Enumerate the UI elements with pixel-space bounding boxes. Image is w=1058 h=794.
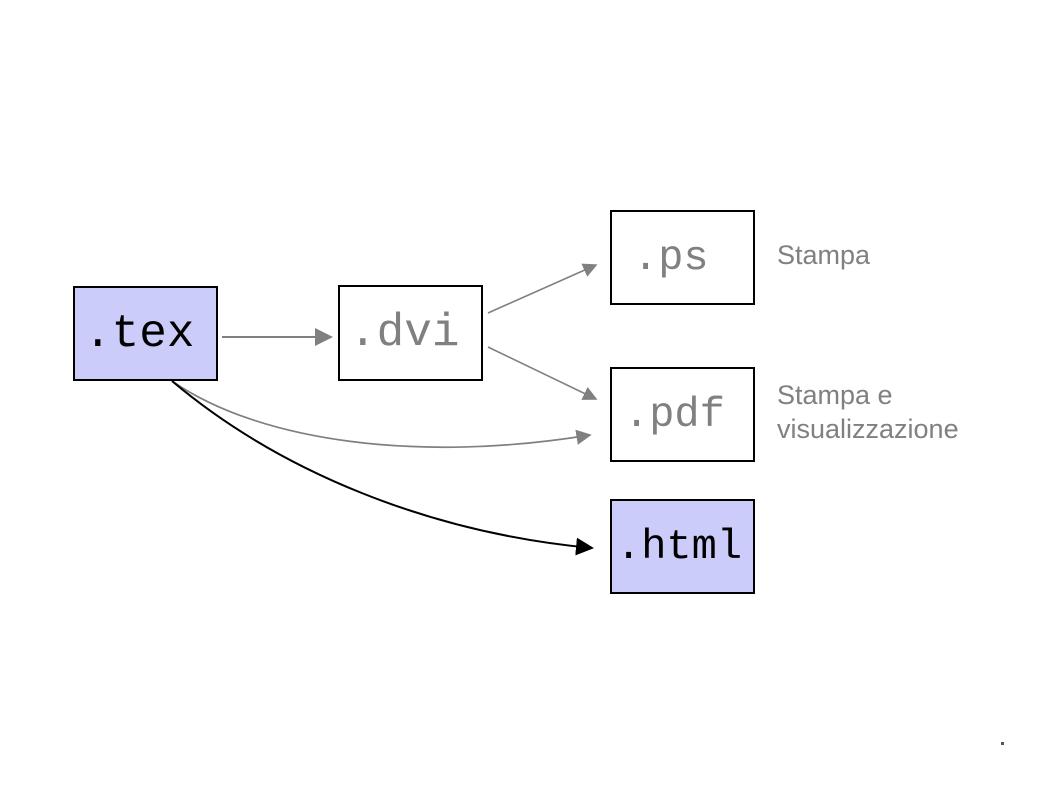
edge-tex-to-pdf	[171, 380, 592, 449]
node-ps-label: .ps	[633, 233, 709, 282]
node-pdf[interactable]: .pdf	[610, 367, 755, 462]
edge-dvi-to-pdf	[487, 346, 598, 400]
node-ps[interactable]: .ps	[610, 210, 755, 305]
edge-tex-to-html	[171, 380, 594, 556]
stray-dot-mark	[1001, 742, 1004, 745]
annotation-stampa: Stampa	[777, 240, 871, 270]
node-tex-label: .tex	[84, 307, 195, 360]
node-dvi-label: .dvi	[349, 307, 460, 359]
node-tex[interactable]: .tex	[73, 286, 218, 381]
node-html[interactable]: .html	[610, 499, 755, 594]
annotation-stampa-visualizzazione: Stampa e visualizzazione	[777, 380, 959, 444]
node-pdf-label: .pdf	[624, 390, 725, 439]
node-dvi[interactable]: .dvi	[338, 285, 483, 381]
node-html-label: .html	[616, 522, 743, 571]
edge-dvi-to-ps	[487, 263, 598, 314]
